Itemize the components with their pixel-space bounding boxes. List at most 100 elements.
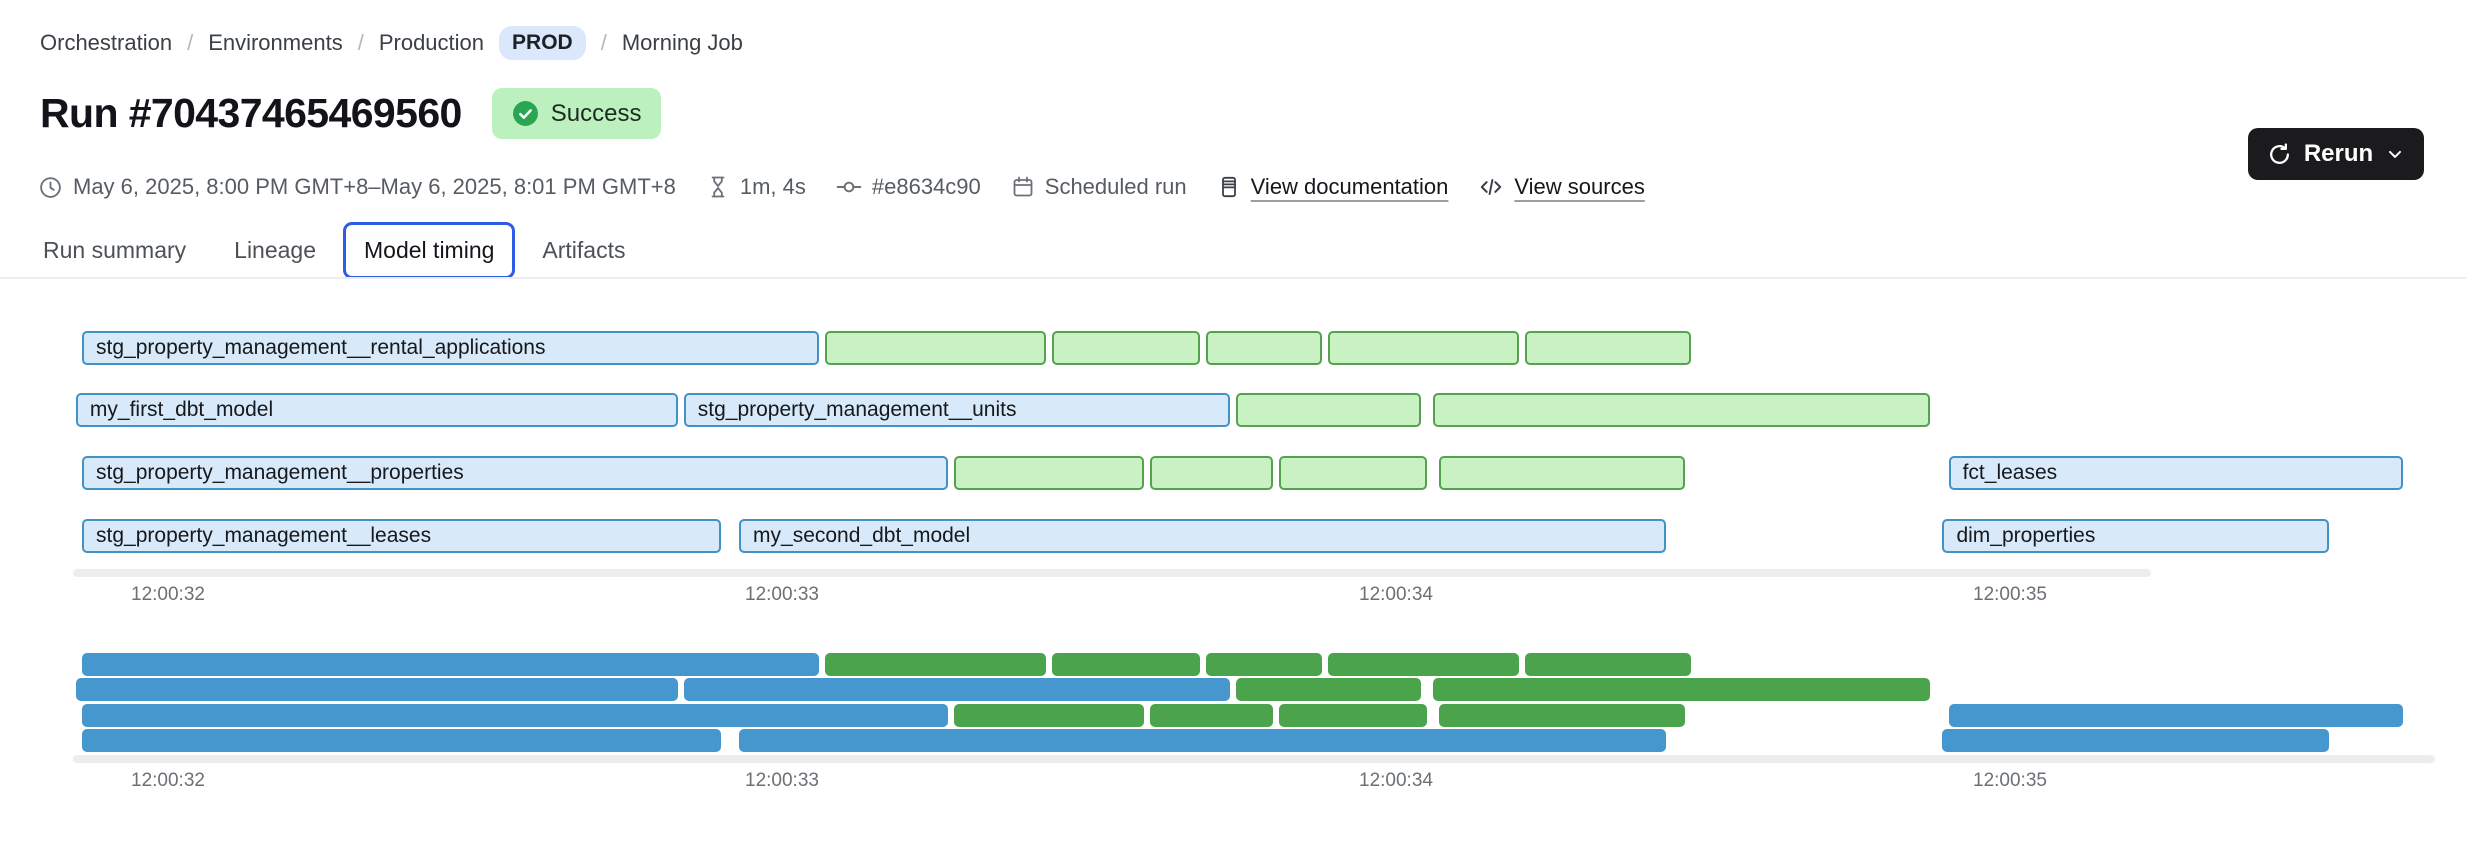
minimap-bar[interactable] xyxy=(1432,678,1931,701)
model-bar[interactable] xyxy=(1279,456,1427,490)
minimap-bar[interactable] xyxy=(82,704,948,727)
minimap-bar[interactable] xyxy=(75,678,678,701)
model-bar[interactable]: fct_leases xyxy=(1948,456,2403,490)
model-bar[interactable]: stg_property_management__properties xyxy=(82,456,948,490)
tab-artifacts[interactable]: Artifacts xyxy=(521,222,646,279)
status-badge: Success xyxy=(491,88,662,139)
minimap-bar[interactable] xyxy=(683,678,1231,701)
model-bar[interactable] xyxy=(1328,331,1519,365)
clock-icon xyxy=(40,176,61,198)
minimap-bar[interactable] xyxy=(1948,704,2403,727)
environment-prod-badge: PROD xyxy=(499,26,586,60)
time-axis-label: 12:00:32 xyxy=(131,770,205,791)
model-bar[interactable] xyxy=(1438,456,1685,490)
code-icon xyxy=(1481,178,1502,196)
model-bar[interactable] xyxy=(1524,331,1691,365)
tab-lineage[interactable]: Lineage xyxy=(213,222,337,279)
hourglass-icon xyxy=(711,176,725,198)
model-bar-label: my_first_dbt_model xyxy=(89,398,274,421)
refresh-icon xyxy=(2269,142,2289,164)
minimap-bar[interactable] xyxy=(1328,653,1519,676)
commit-icon xyxy=(836,181,862,193)
model-bar[interactable] xyxy=(953,456,1145,490)
minimap-bar[interactable] xyxy=(1942,729,2330,752)
run-duration: 1m, 4s xyxy=(706,174,806,200)
tabs-divider xyxy=(0,277,2466,279)
time-axis-label: 12:00:34 xyxy=(1359,770,1433,791)
model-bar-label: my_second_dbt_model xyxy=(753,524,971,547)
commit-sha: #e8634c90 xyxy=(836,174,981,200)
model-bar[interactable]: dim_properties xyxy=(1942,519,2330,553)
gantt-scrollbar[interactable] xyxy=(73,569,2151,577)
view-sources-text: View sources xyxy=(1514,174,1645,199)
breadcrumb-separator: / xyxy=(187,30,194,55)
time-axis-label: 12:00:34 xyxy=(1359,584,1433,605)
minimap-bar[interactable] xyxy=(82,729,721,752)
tab-run-summary[interactable]: Run summary xyxy=(22,222,207,279)
model-bar-label: stg_property_management__units xyxy=(697,398,1017,421)
minimap-bar[interactable] xyxy=(1052,653,1200,676)
model-bar[interactable] xyxy=(1236,393,1421,427)
model-bar[interactable]: my_second_dbt_model xyxy=(739,519,1667,553)
model-bar[interactable] xyxy=(1052,331,1200,365)
success-check-icon xyxy=(512,101,538,126)
minimap-bar[interactable] xyxy=(739,729,1667,752)
time-axis-label: 12:00:35 xyxy=(1973,584,2047,605)
time-axis-label: 12:00:33 xyxy=(745,770,819,791)
rerun-label: Rerun xyxy=(2303,140,2374,167)
minimap-bar[interactable] xyxy=(953,704,1145,727)
page-title: Run #70437465469560 xyxy=(40,90,462,136)
time-axis-label: 12:00:32 xyxy=(131,584,205,605)
breadcrumb: Orchestration / Environments / Productio… xyxy=(40,26,743,60)
run-trigger-text: Scheduled run xyxy=(1044,174,1187,199)
breadcrumb-separator: / xyxy=(600,30,607,55)
commit-sha-text: #e8634c90 xyxy=(871,174,981,199)
minimap-bar[interactable] xyxy=(1524,653,1691,676)
minimap-bar[interactable] xyxy=(1236,678,1421,701)
time-axis-label: 12:00:35 xyxy=(1973,770,2047,791)
model-bar[interactable] xyxy=(1150,456,1274,490)
documentation-icon xyxy=(1221,176,1236,198)
view-documentation-text: View documentation xyxy=(1250,174,1449,199)
time-axis-label: 12:00:33 xyxy=(745,584,819,605)
model-bar-label: stg_property_management__leases xyxy=(96,524,432,547)
breadcrumb-production[interactable]: Production xyxy=(378,30,485,55)
model-bar[interactable] xyxy=(1205,331,1323,365)
model-bar-label: stg_property_management__properties xyxy=(96,461,464,484)
breadcrumb-morning-job[interactable]: Morning Job xyxy=(621,30,743,55)
view-sources-link[interactable]: View sources xyxy=(1478,174,1645,200)
minimap-bar[interactable] xyxy=(1438,704,1685,727)
minimap-bar[interactable] xyxy=(1150,704,1274,727)
run-metadata: May 6, 2025, 8:00 PM GMT+8–May 6, 2025, … xyxy=(38,174,1645,200)
model-bar[interactable]: stg_property_management__leases xyxy=(82,519,721,553)
run-time-range: May 6, 2025, 8:00 PM GMT+8–May 6, 2025, … xyxy=(38,174,676,200)
rerun-button[interactable]: Rerun xyxy=(2248,128,2424,180)
view-documentation-link[interactable]: View documentation xyxy=(1217,174,1449,200)
minimap-bar[interactable] xyxy=(824,653,1046,676)
model-bar[interactable] xyxy=(1432,393,1931,427)
breadcrumb-orchestration[interactable]: Orchestration xyxy=(40,30,173,55)
minimap-bar[interactable] xyxy=(82,653,819,676)
model-bar[interactable]: stg_property_management__units xyxy=(683,393,1231,427)
model-bar[interactable]: my_first_dbt_model xyxy=(75,393,678,427)
title-row: Run #70437465469560 Success xyxy=(40,88,662,139)
run-time-range-text: May 6, 2025, 8:00 PM GMT+8–May 6, 2025, … xyxy=(73,174,676,199)
minimap-bar[interactable] xyxy=(1279,704,1427,727)
breadcrumb-environments[interactable]: Environments xyxy=(208,30,343,55)
model-bar[interactable] xyxy=(824,331,1046,365)
model-bar-label: fct_leases xyxy=(1962,461,2058,484)
minimap-bar[interactable] xyxy=(1205,653,1323,676)
minimap-scrollbar[interactable] xyxy=(73,755,2435,763)
model-bar[interactable]: stg_property_management__rental_applicat… xyxy=(82,331,819,365)
status-label: Success xyxy=(550,99,642,127)
breadcrumb-separator: / xyxy=(357,30,364,55)
run-duration-text: 1m, 4s xyxy=(739,174,806,199)
calendar-icon xyxy=(1013,176,1033,197)
run-trigger: Scheduled run xyxy=(1011,174,1187,200)
model-bar-label: dim_properties xyxy=(1956,524,2096,547)
